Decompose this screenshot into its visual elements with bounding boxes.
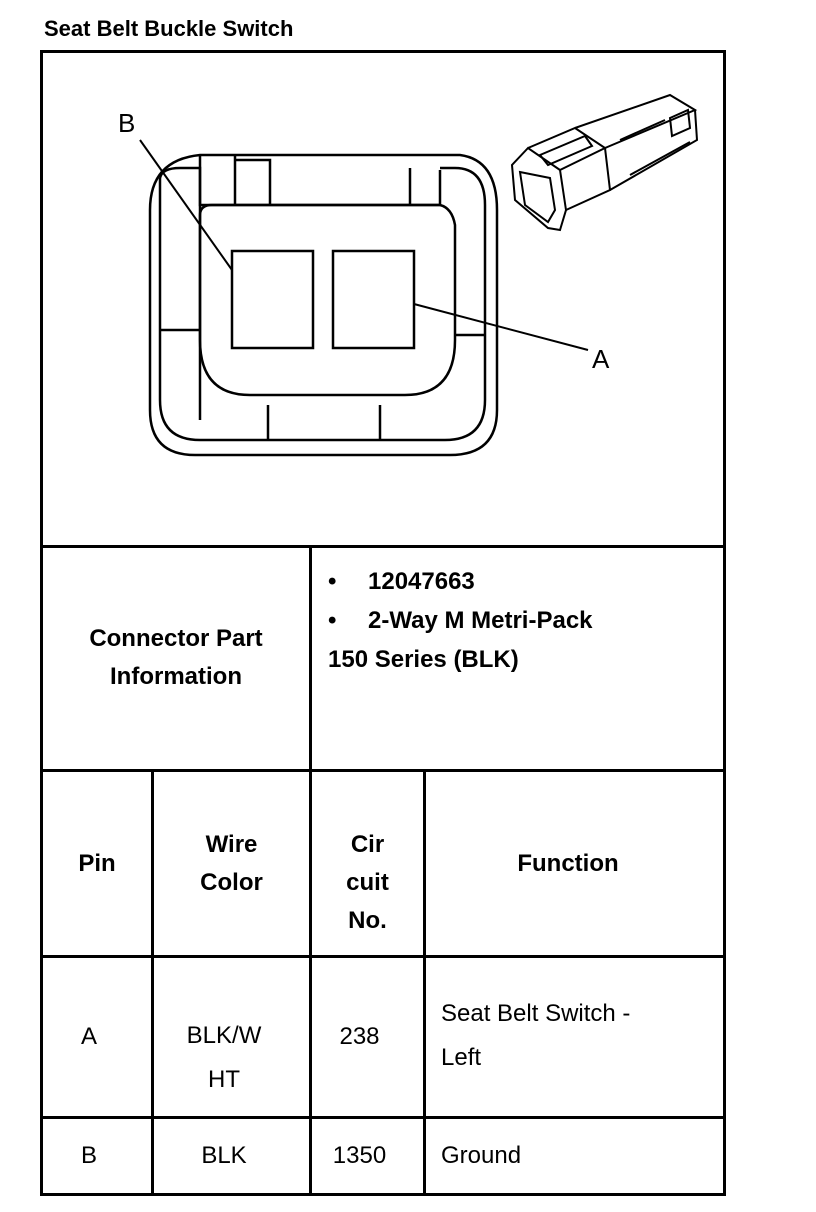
column-header-circuit-line1: Cir [350,831,385,858]
rule-col-circuit [423,769,426,1196]
connector-info-header: Connector Part Information [43,620,309,696]
row-a-wire-line1: BLK/W [186,1022,262,1049]
connector-info-header-line1: Connector Part [89,625,263,652]
row-a-wire-color: BLK/W HT [154,1014,294,1102]
row-a-circuit: 238 [339,1023,380,1050]
row-a-pin: A [80,1023,97,1050]
column-header-wire-line2: Color [200,869,263,896]
connector-info-header-line2: Information [110,663,242,690]
row-a-function-line2: Left [441,1044,482,1071]
column-header-pin: Pin [78,850,116,877]
rule-col-pin [151,769,154,1196]
column-header-function: Function [517,850,619,877]
rule-header-bottom [40,955,726,958]
column-header-circuit: Cir cuit No. [312,826,423,940]
list-item: • 2-Way M Metri-Pack [328,601,593,640]
rule-row-a-bottom [40,1116,726,1119]
rule-info-divider [309,545,312,771]
rule-info-bottom [40,769,726,772]
connector-table-frame [40,50,726,1196]
row-a-function-line1: Seat Belt Switch - [441,1000,631,1027]
column-header-circuit-line3: No. [348,907,387,934]
connector-3d-icon [510,93,699,232]
row-b-wire-color: BLK [201,1142,247,1169]
part-number: 12047663 [368,568,475,595]
connector-face-diagram: B A [118,93,699,457]
row-b-circuit: 1350 [332,1142,387,1169]
row-a-wire-line2: HT [208,1066,240,1093]
rule-row-b-bottom [40,1193,726,1196]
page-title: Seat Belt Buckle Switch [44,16,294,41]
bullet: • [328,607,337,634]
pin-label-b: B [118,108,135,138]
row-b-pin: B [80,1142,97,1169]
row-b-function: Ground [441,1142,522,1169]
pin-label-a: A [592,344,610,374]
rule-col-wire [309,769,312,1196]
connector-info-details: • 12047663 • 2-Way M Metri-Pack 150 Series… [328,562,593,679]
list-item: • 12047663 [328,562,593,601]
bullet: • [328,568,337,595]
connector-series: 150 Series (BLK) [328,646,519,673]
column-header-circuit-line2: cuit [346,869,389,896]
column-header-wire-line1: Wire [205,831,258,858]
column-header-wire-color: Wire Color [154,826,309,902]
connector-type: 2-Way M Metri-Pack [368,607,593,634]
row-a-function: Seat Belt Switch - Left [441,992,630,1080]
rule-diagram-bottom [40,545,726,548]
